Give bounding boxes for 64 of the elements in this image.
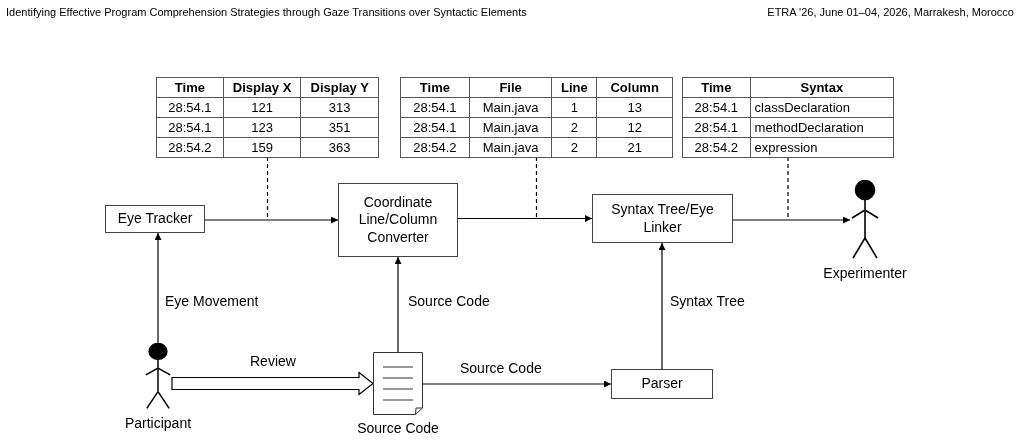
process-box: Coordinate Line/Column Converter <box>338 183 458 257</box>
edge-label: Syntax Tree <box>670 294 745 308</box>
table-value: 28:54.1 <box>682 117 751 138</box>
column-header: Column <box>596 77 673 98</box>
table-value: Main.java <box>469 137 552 158</box>
table-value: 28:54.2 <box>682 137 751 158</box>
data-table <box>682 77 894 158</box>
table-value: 1 <box>551 97 597 118</box>
arrow <box>394 256 402 353</box>
arrow <box>154 232 162 344</box>
table-value: classDeclaration <box>750 97 894 118</box>
table-value: 123 <box>223 117 301 138</box>
edge-label: Source Code <box>408 294 490 308</box>
dashed-connector <box>535 156 538 220</box>
edge-label: Source Code <box>460 361 542 375</box>
table-value: Main.java <box>469 97 552 118</box>
process-box: Syntax Tree/Eye Linker <box>592 194 733 243</box>
node-caption: Experimenter <box>823 266 907 280</box>
table-value: 159 <box>223 137 301 158</box>
edge-label: Eye Movement <box>165 294 259 308</box>
table-value: 28:54.1 <box>156 117 224 138</box>
edge-label: Review <box>250 354 296 368</box>
table-value: 28:54.1 <box>400 97 470 118</box>
column-header: Time <box>156 77 224 98</box>
arrow <box>422 380 612 388</box>
running-header: ETRA '26, June 01–04, 2026, Marrakesh, Morocco <box>767 5 1014 20</box>
table-value: 2 <box>551 137 597 158</box>
table-value: methodDeclaration <box>750 117 894 138</box>
column-header: File <box>469 77 552 98</box>
table-value: 12 <box>596 117 673 138</box>
dashed-connector <box>266 156 269 220</box>
table-value: 363 <box>300 137 379 158</box>
arrow <box>658 242 666 370</box>
column-header: Display X <box>223 77 301 98</box>
arrow <box>204 216 339 224</box>
arrow <box>732 216 851 224</box>
block-arrow <box>171 371 374 396</box>
table-value: 28:54.1 <box>400 117 470 138</box>
table-value: 13 <box>596 97 673 118</box>
table-value: 21 <box>596 137 673 158</box>
table-value: 28:54.1 <box>156 97 224 118</box>
arrow <box>457 215 593 222</box>
table-value: expression <box>750 137 894 158</box>
dashed-connector <box>787 156 789 220</box>
table-value: 121 <box>223 97 301 118</box>
table-value: 351 <box>300 117 379 138</box>
column-header: Display Y <box>300 77 379 98</box>
process-box: Parser <box>611 369 713 399</box>
column-header: Time <box>400 77 470 98</box>
column-header: Time <box>682 77 751 98</box>
column-header: Line <box>551 77 597 98</box>
table-value: 313 <box>300 97 379 118</box>
data-table <box>156 77 379 158</box>
table-value: 28:54.2 <box>400 137 470 158</box>
running-header: Identifying Effective Program Comprehension Strategies through Gaze Transitions over Syntactic Elements <box>6 5 527 20</box>
table-value: Main.java <box>469 117 552 138</box>
process-box: Eye Tracker <box>105 205 205 233</box>
node-caption: Source Code <box>357 421 439 435</box>
node-caption: Participant <box>124 416 192 430</box>
table-value: 2 <box>551 117 597 138</box>
data-table <box>400 77 673 158</box>
table-value: 28:54.2 <box>156 137 224 158</box>
column-header: Syntax <box>750 77 894 98</box>
table-value: 28:54.1 <box>682 97 751 118</box>
